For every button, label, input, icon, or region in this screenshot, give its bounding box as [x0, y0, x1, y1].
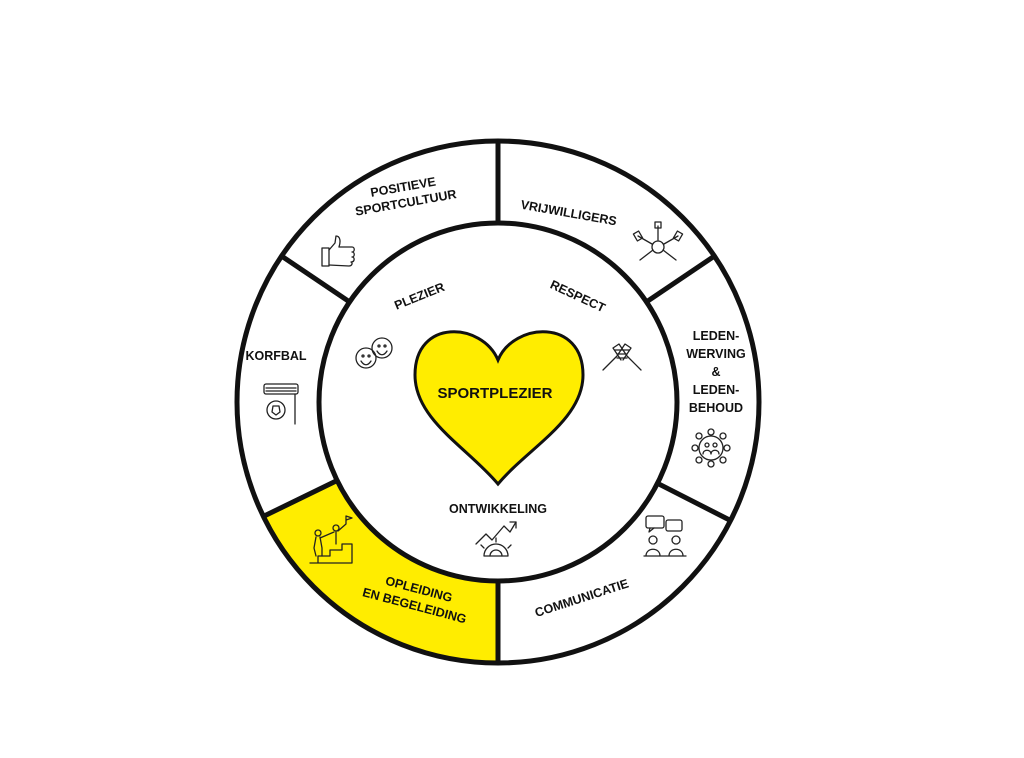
thumbs-up-icon	[321, 235, 355, 267]
heart-icon	[413, 330, 585, 487]
laughing-faces-icon	[355, 337, 393, 369]
chat-people-icon	[643, 515, 687, 557]
network-people-icon	[691, 428, 731, 468]
segment-leden-line1: LEDEN-	[693, 329, 740, 343]
segment-leden-line2: WERVING	[686, 347, 746, 361]
segment-leden-line5: BEHOUD	[689, 401, 743, 415]
segment-communicatie-label: COMMUNICATIE	[533, 576, 630, 620]
center-title: SPORTPLEZIER	[437, 385, 552, 402]
segment-korfbal-label: KORFBAL	[245, 349, 306, 363]
stacked-hands-icon	[632, 221, 684, 261]
segment-leden-line4: LEDEN-	[693, 383, 740, 397]
segment-leden-line3: &	[711, 365, 720, 379]
korfbal-icon	[263, 383, 299, 425]
segment-opleiding-fill	[263, 480, 498, 663]
handshake-icon	[602, 343, 642, 371]
gear-growth-icon	[475, 521, 517, 557]
climbing-steps-icon	[309, 515, 353, 564]
segment-vrijwilligers-label: VRIJWILLIGERS	[520, 198, 618, 229]
core-value-ontwikkeling: ONTWIKKELING	[449, 502, 547, 516]
core-value-respect: RESPECT	[548, 278, 608, 316]
segment-dividers	[262, 141, 732, 663]
core-value-plezier: PLEZIER	[392, 280, 446, 313]
